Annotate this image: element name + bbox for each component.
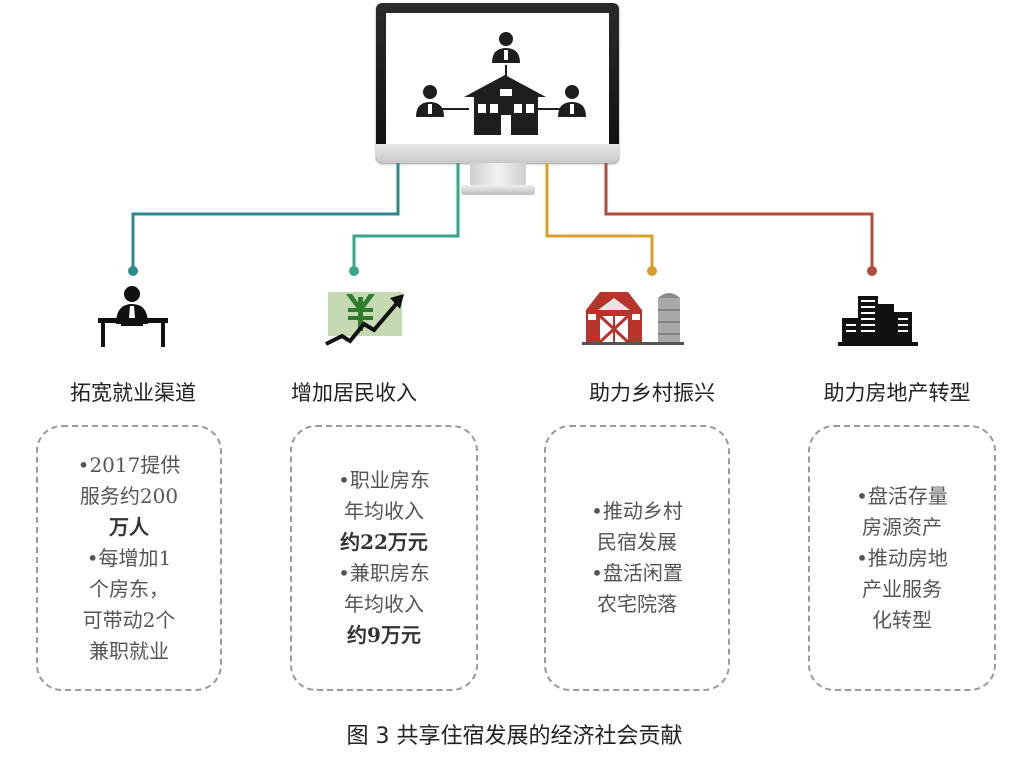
title-rural: 助力乡村振兴: [589, 381, 715, 405]
box-employment-line: •2017提供: [77, 452, 181, 477]
connector-rural: [545, 163, 654, 268]
title-employment: 拓宽就业渠道: [70, 381, 196, 405]
figure-caption: 图 3 共享住宿发展的经济社会贡献: [346, 724, 683, 749]
box-realestate-line: 房源资产: [862, 514, 942, 539]
connector-dot-income: [349, 266, 359, 276]
box-income-line: 年均收入: [344, 592, 424, 616]
box-employment-line: 可带动2个: [82, 607, 176, 632]
box-income-line: 约22万元: [340, 530, 428, 554]
monitor-neck: [470, 163, 526, 185]
connector-employment: [131, 163, 400, 268]
box-income-line: 年均收入: [344, 499, 424, 523]
box-rural-line: 民宿发展: [597, 530, 677, 554]
box-income: •职业房东 年均收入 约22万元 •兼职房东 年均收入 约9万元: [290, 425, 478, 691]
box-income-line: 约9万元: [347, 623, 421, 647]
monitor-chin: [376, 144, 619, 163]
connector-dot-realestate: [867, 266, 877, 276]
buildings-icon: [838, 296, 918, 346]
connector-dot-employment: [128, 266, 138, 276]
connector-realestate: [604, 163, 874, 268]
box-realestate-line: 产业服务: [862, 576, 942, 601]
box-employment-line: 万人: [109, 514, 149, 539]
box-employment: •2017提供 服务约200 万人 •每增加1 个房东， 可带动2个 兼职就业: [36, 425, 222, 691]
box-realestate-line: •盘活存量: [856, 483, 948, 508]
box-income-line: •职业房东: [338, 468, 430, 492]
businessperson-desk-icon: [98, 286, 168, 347]
house-network-icon: [416, 32, 586, 135]
box-employment-line: •每增加1: [86, 545, 172, 570]
box-rural-line: 农宅院落: [597, 592, 677, 616]
box-employment-line: 个房东，: [89, 576, 169, 601]
box-realestate-line: 化转型: [872, 607, 932, 632]
title-income: 增加居民收入: [291, 381, 417, 405]
monitor-base: [461, 185, 535, 195]
title-realestate: 助力房地产转型: [823, 381, 971, 405]
monitor-screen: [386, 13, 609, 144]
monitor: [376, 3, 619, 163]
yuan-growth-arrow-icon: [325, 292, 404, 346]
box-rural-line: •盘活闲置: [591, 561, 683, 585]
box-employment-line: 服务约200: [79, 483, 179, 508]
connector-income: [352, 163, 460, 268]
box-rural-line: •推动乡村: [591, 499, 683, 523]
box-realestate: •盘活存量 房源资产 •推动房地 产业服务 化转型: [808, 425, 996, 691]
box-realestate-line: •推动房地: [856, 545, 948, 570]
barn-silo-icon: [582, 292, 684, 345]
box-income-line: •兼职房东: [338, 561, 430, 585]
box-employment-line: 兼职就业: [89, 638, 169, 663]
box-rural: •推动乡村 民宿发展 •盘活闲置 农宅院落: [544, 425, 730, 691]
connector-dot-rural: [647, 266, 657, 276]
